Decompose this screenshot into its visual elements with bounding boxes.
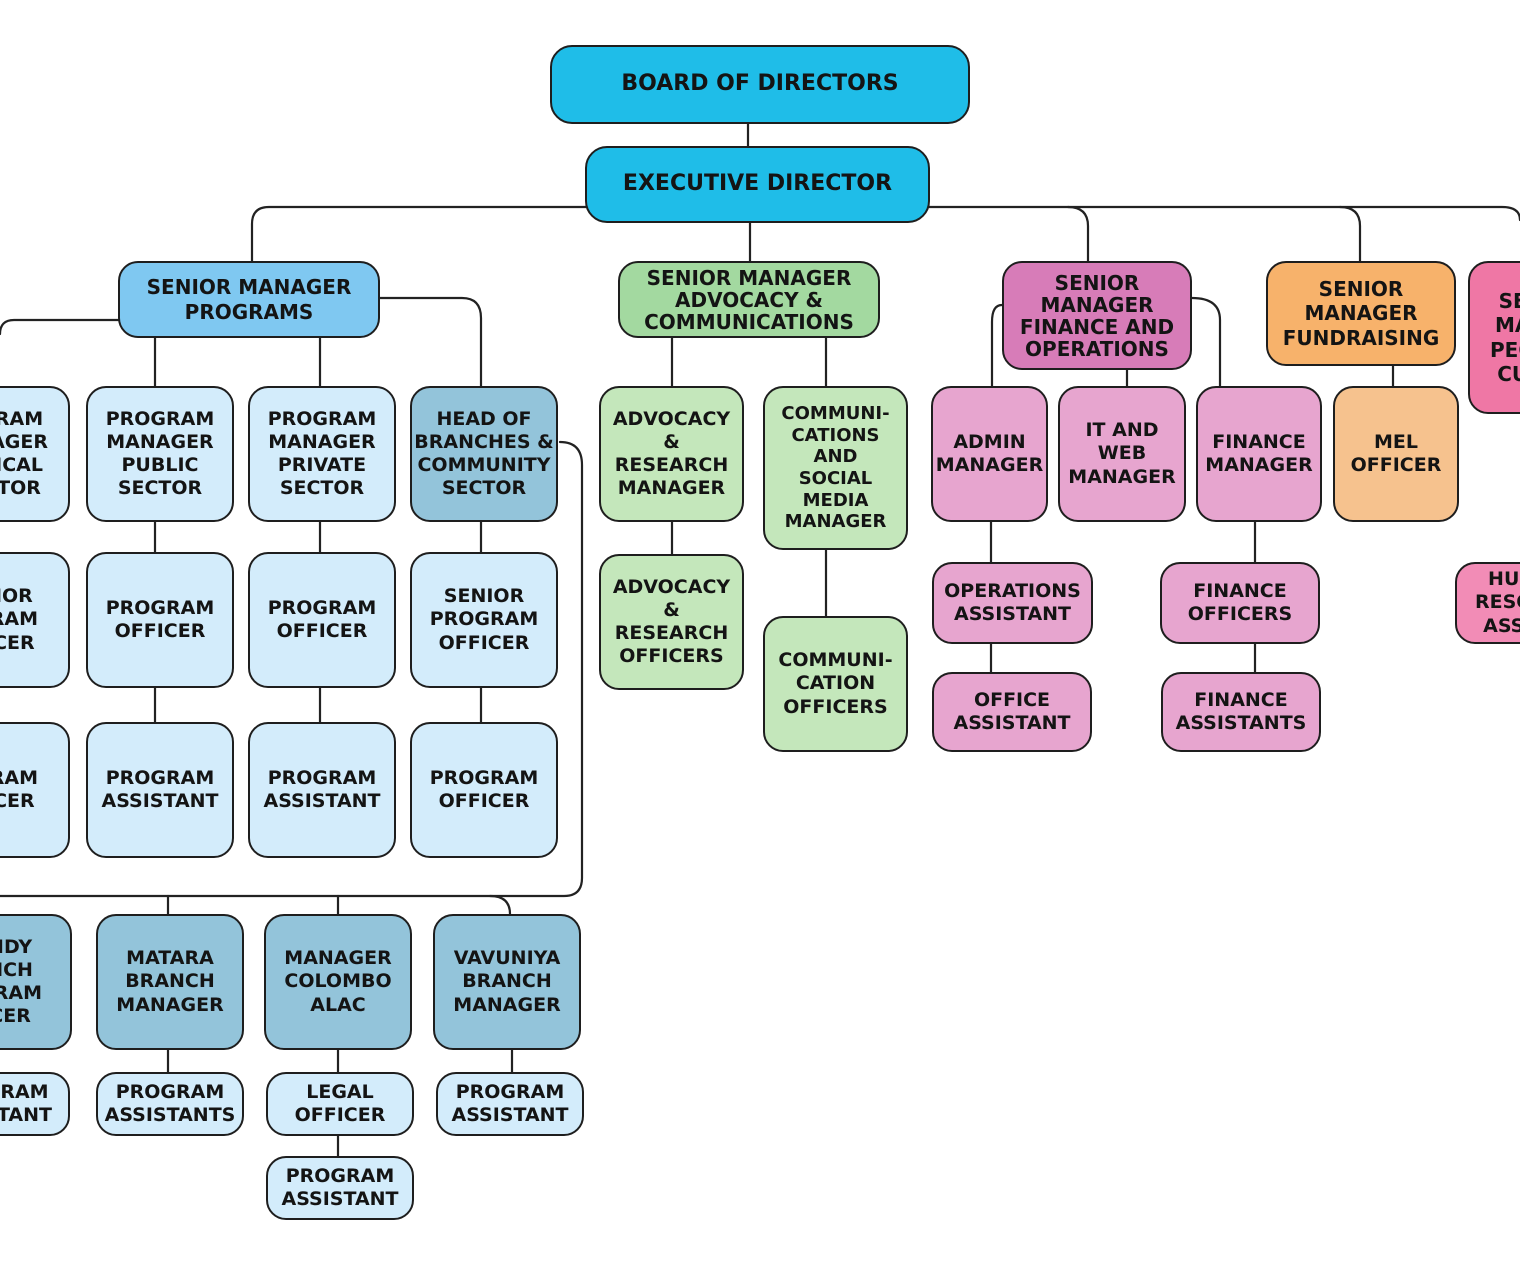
program-assistant-public-label: PROGRAM ASSISTANT: [101, 766, 219, 812]
connector-advocacy-children: [670, 336, 828, 618]
connector-finance-children: [989, 520, 1257, 674]
legal-officer-label: LEGAL OFFICER: [294, 1080, 386, 1126]
program-manager-public-label: PROGRAM MANAGER PUBLIC SECTOR: [105, 407, 215, 500]
finance-assistants-box: FINANCE ASSISTANTS: [1161, 672, 1321, 752]
connector-programs-right: [378, 296, 483, 388]
connector-finance-right: [1190, 296, 1222, 388]
senior-manager-people-culture-label: SE MA PEO CU: [1490, 288, 1520, 386]
office-assistant-box: OFFICE ASSISTANT: [932, 672, 1092, 752]
senior-manager-fundraising-box: SENIOR MANAGER FUNDRAISING: [1266, 261, 1456, 366]
it-web-manager-label: IT AND WEB MANAGER: [1068, 419, 1176, 488]
it-web-manager-box: IT AND WEB MANAGER: [1058, 386, 1186, 522]
colombo-program-assistant-box: PROGRAM ASSISTANT: [266, 1156, 414, 1220]
program-officer-public-box: PROGRAM OFFICER: [86, 552, 234, 688]
admin-manager-label: ADMIN MANAGER: [935, 430, 1044, 476]
senior-manager-programs-box: SENIOR MANAGER PROGRAMS: [118, 261, 380, 338]
program-manager-critical-label: RAM AGER ICAL TOR: [0, 407, 48, 500]
kandy-branch-label: NDY NCH GRAM CER: [0, 935, 42, 1028]
finance-assistants-label: FINANCE ASSISTANTS: [1175, 688, 1307, 734]
vavuniya-branch-label: VAVUNIYA BRANCH MANAGER: [453, 947, 561, 1016]
matara-program-assistants-box: PROGRAM ASSISTANTS: [96, 1072, 244, 1136]
kandy-program-assistant-label: RAM TANT: [0, 1080, 52, 1126]
senior-program-officer-left-box: IOR RAM CER: [0, 552, 70, 688]
matara-program-assistants-label: PROGRAM ASSISTANTS: [104, 1080, 236, 1126]
program-manager-critical-box: RAM AGER ICAL TOR: [0, 386, 70, 522]
vavuniya-program-assistant-box: PROGRAM ASSISTANT: [436, 1072, 584, 1136]
senior-program-officer-community-label: SENIOR PROGRAM OFFICER: [429, 585, 539, 654]
kandy-program-assistant-box: RAM TANT: [0, 1072, 70, 1136]
mel-officer-box: MEL OFFICER: [1333, 386, 1459, 522]
connector-branch-drops: [166, 894, 512, 916]
senior-manager-finance-label: SENIOR MANAGER FINANCE AND OPERATIONS: [1019, 270, 1175, 361]
connector-programs-left: [0, 318, 120, 336]
colombo-program-assistant-label: PROGRAM ASSISTANT: [281, 1164, 399, 1210]
matara-branch-box: MATARA BRANCH MANAGER: [96, 914, 244, 1050]
hr-assistant-label: HU RESO ASS: [1475, 568, 1520, 637]
finance-manager-box: FINANCE MANAGER: [1196, 386, 1322, 522]
advocacy-research-manager-box: ADVOCACY & RESEARCH MANAGER: [599, 386, 744, 522]
operations-assistant-label: OPERATIONS ASSISTANT: [944, 579, 1081, 625]
advocacy-research-officers-label: ADVOCACY & RESEARCH OFFICERS: [612, 575, 731, 668]
connector-branches-bracket: [0, 440, 584, 898]
advocacy-research-officers-box: ADVOCACY & RESEARCH OFFICERS: [599, 554, 744, 690]
senior-program-officer-community-box: SENIOR PROGRAM OFFICER: [410, 552, 558, 688]
program-officer-public-label: PROGRAM OFFICER: [105, 596, 215, 642]
communications-manager-box: COMMUNI- CATIONS AND SOCIAL MEDIA MANAGE…: [763, 386, 908, 550]
colombo-alac-label: MANAGER COLOMBO ALAC: [284, 947, 392, 1016]
board-of-directors-label: BOARD OF DIRECTORS: [621, 71, 899, 97]
program-manager-public-box: PROGRAM MANAGER PUBLIC SECTOR: [86, 386, 234, 522]
mel-officer-label: MEL OFFICER: [1350, 430, 1442, 476]
operations-assistant-box: OPERATIONS ASSISTANT: [932, 562, 1093, 644]
head-of-branches-label: HEAD OF BRANCHES & COMMUNITY SECTOR: [414, 407, 554, 500]
admin-manager-box: ADMIN MANAGER: [931, 386, 1048, 522]
connector-finance-left: [990, 303, 1004, 388]
advocacy-research-manager-label: ADVOCACY & RESEARCH MANAGER: [612, 407, 731, 500]
board-of-directors-box: BOARD OF DIRECTORS: [550, 45, 970, 124]
executive-director-box: EXECUTIVE DIRECTOR: [585, 146, 930, 223]
program-officer-community-box: PROGRAM OFFICER: [410, 722, 558, 858]
matara-branch-label: MATARA BRANCH MANAGER: [116, 947, 224, 1016]
program-officer-private-box: PROGRAM OFFICER: [248, 552, 396, 688]
connector-branch-children: [166, 1048, 514, 1158]
senior-manager-programs-label: SENIOR MANAGER PROGRAMS: [146, 275, 352, 324]
legal-officer-box: LEGAL OFFICER: [266, 1072, 414, 1136]
program-officer-left-label: RAM CER: [0, 766, 38, 812]
office-assistant-label: OFFICE ASSISTANT: [953, 688, 1071, 734]
program-officer-left-box: RAM CER: [0, 722, 70, 858]
kandy-branch-box: NDY NCH GRAM CER: [0, 914, 72, 1050]
program-assistant-private-label: PROGRAM ASSISTANT: [263, 766, 381, 812]
program-manager-private-box: PROGRAM MANAGER PRIVATE SECTOR: [248, 386, 396, 522]
finance-officers-box: FINANCE OFFICERS: [1160, 562, 1320, 644]
senior-manager-advocacy-box: SENIOR MANAGER ADVOCACY & COMMUNICATIONS: [618, 261, 880, 338]
connector-executive-bar: [250, 205, 1520, 264]
finance-manager-label: FINANCE MANAGER: [1205, 430, 1313, 476]
senior-manager-people-culture-box: SE MA PEO CU: [1468, 261, 1520, 414]
executive-director-label: EXECUTIVE DIRECTOR: [622, 171, 893, 197]
senior-manager-finance-box: SENIOR MANAGER FINANCE AND OPERATIONS: [1002, 261, 1192, 370]
senior-manager-advocacy-label: SENIOR MANAGER ADVOCACY & COMMUNICATIONS: [644, 265, 854, 334]
connector-exec-fundraising: [1338, 205, 1362, 264]
hr-assistant-box: HU RESO ASS: [1455, 562, 1520, 644]
senior-manager-fundraising-label: SENIOR MANAGER FUNDRAISING: [1282, 276, 1440, 350]
program-assistant-private-box: PROGRAM ASSISTANT: [248, 722, 396, 858]
communications-manager-label: COMMUNI- CATIONS AND SOCIAL MEDIA MANAGE…: [781, 403, 890, 533]
program-officer-community-label: PROGRAM OFFICER: [429, 766, 539, 812]
head-of-branches-box: HEAD OF BRANCHES & COMMUNITY SECTOR: [410, 386, 558, 522]
finance-officers-label: FINANCE OFFICERS: [1187, 579, 1293, 625]
senior-program-officer-left-label: IOR RAM CER: [0, 585, 38, 654]
colombo-alac-box: MANAGER COLOMBO ALAC: [264, 914, 412, 1050]
vavuniya-program-assistant-label: PROGRAM ASSISTANT: [451, 1080, 569, 1126]
communication-officers-box: COMMUNI- CATION OFFICERS: [763, 616, 908, 752]
vavuniya-branch-box: VAVUNIYA BRANCH MANAGER: [433, 914, 581, 1050]
program-manager-private-label: PROGRAM MANAGER PRIVATE SECTOR: [267, 407, 377, 500]
connector-exec-finance: [1066, 205, 1090, 264]
program-officer-private-label: PROGRAM OFFICER: [267, 596, 377, 642]
program-assistant-public-box: PROGRAM ASSISTANT: [86, 722, 234, 858]
communication-officers-label: COMMUNI- CATION OFFICERS: [778, 649, 893, 718]
